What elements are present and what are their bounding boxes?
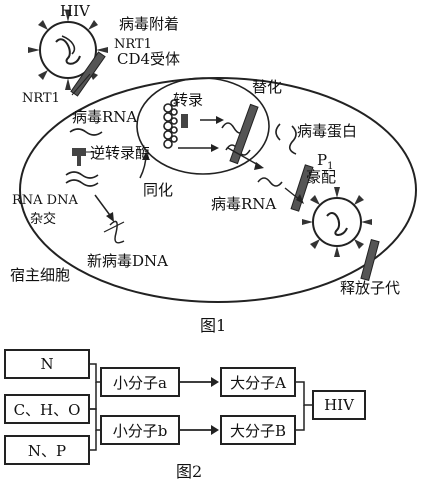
label-nrt1-top: NRT1 [114, 37, 152, 52]
small-molecule-b-box: 小分子b [100, 415, 180, 445]
element-chon-box: C、H、O [4, 394, 90, 424]
label-viral-rna-bottom: 病毒RNA [211, 195, 277, 213]
label-hiv: HIV [60, 2, 90, 20]
hiv-box: HIV [312, 390, 366, 420]
hiv-virion-top [28, 10, 108, 90]
nucleus-membrane [136, 77, 270, 175]
figure1-caption: 图1 [200, 316, 227, 335]
label-viral-rna-top: 病毒RNA [72, 108, 138, 126]
element-np-box: N、P [4, 435, 90, 465]
label-new-viral-dna: 新病毒DNA [87, 252, 168, 270]
label-rna-dna: RNA DNA [12, 193, 78, 208]
label-hybridization: 杂交 [30, 212, 57, 227]
cd4-receptor [70, 51, 106, 97]
hiv-virion-new [302, 187, 372, 257]
release-bar [360, 239, 380, 281]
figure2-caption: 图2 [176, 462, 203, 481]
label-nrt1-left: NRT1 [22, 91, 60, 106]
label-viral-protein: 病毒蛋白 [297, 122, 358, 140]
label-p1: P1 [317, 151, 334, 172]
label-transcription: 转录 [173, 91, 204, 109]
label-release-progeny: 释放子代 [340, 279, 401, 297]
label-substitution: 替化 [252, 78, 283, 96]
label-host-cell: 宿主细胞 [10, 266, 71, 284]
label-virus-attach: 病毒附着 [119, 15, 180, 33]
label-integration: 同化 [143, 181, 174, 199]
host-cell-membrane [19, 77, 417, 303]
label-cd4-receptor: CD4受体 [117, 50, 181, 68]
label-assembly: 豪配 [306, 168, 337, 186]
translation-bar [229, 103, 259, 165]
element-n-box: N [4, 349, 90, 379]
macromolecule-b-box: 大分子B [220, 415, 296, 445]
macromolecule-a-box: 大分子A [220, 367, 296, 397]
label-reverse-transcriptase: 逆转录酶 [90, 144, 151, 162]
small-molecule-a-box: 小分子a [100, 367, 180, 397]
